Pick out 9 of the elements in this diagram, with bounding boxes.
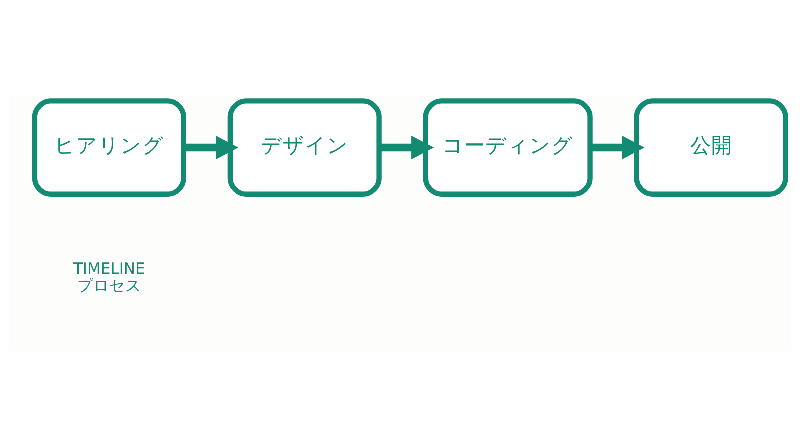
arrow xyxy=(380,135,434,160)
node-box: デザイン xyxy=(228,98,382,196)
node-box: ヒアリング xyxy=(32,98,186,196)
node-box: コーディング xyxy=(423,98,593,196)
label: プロセス xyxy=(77,276,142,294)
label: TIMELINE xyxy=(73,260,146,278)
node-box: 公開 xyxy=(634,98,788,196)
arrow xyxy=(590,135,645,160)
arrow xyxy=(184,135,239,160)
